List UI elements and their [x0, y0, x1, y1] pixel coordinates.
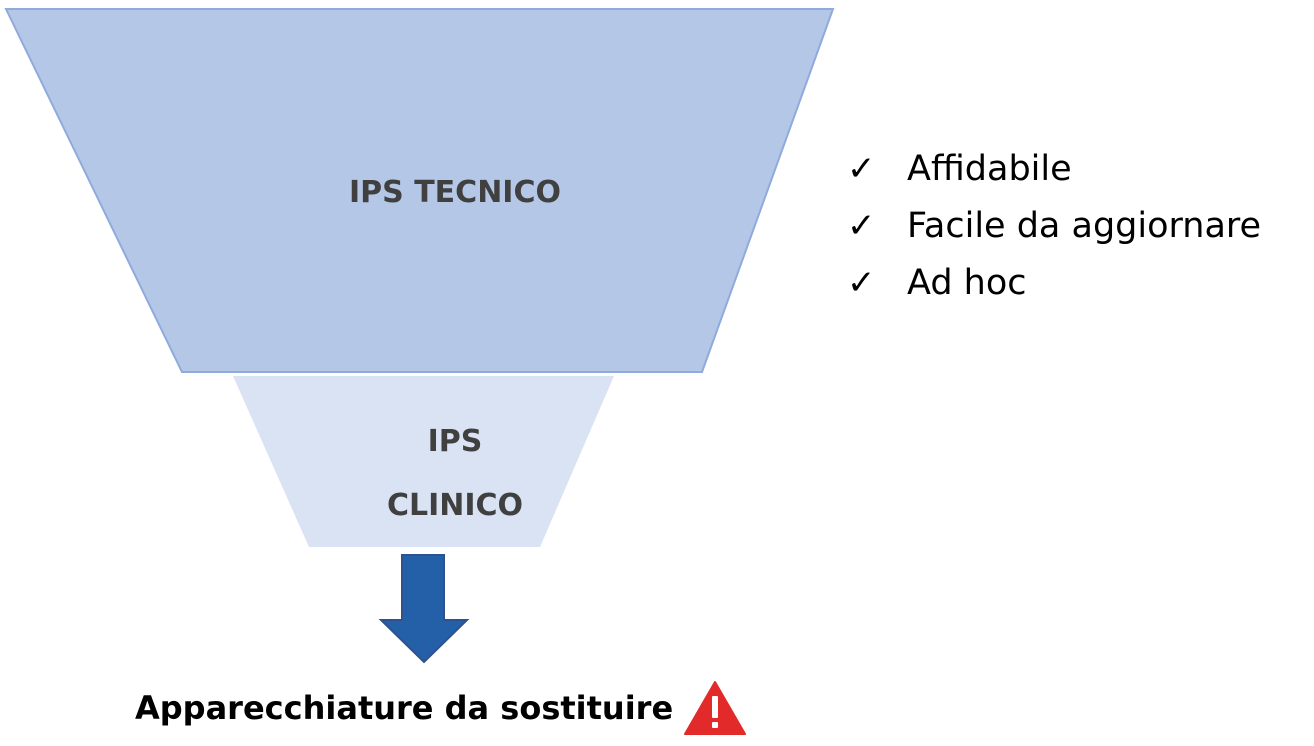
funnel-stage-tecnico — [4, 8, 835, 373]
benefit-item: ✓ Affidabile — [847, 140, 1261, 197]
funnel-stage-clinico — [233, 376, 614, 547]
benefits-list: ✓ Affidabile ✓ Facile da aggiornare ✓ Ad… — [847, 140, 1261, 311]
down-arrow-icon — [378, 554, 470, 664]
benefit-label: Affidabile — [907, 148, 1072, 189]
check-icon: ✓ — [847, 262, 876, 303]
benefit-label: Ad hoc — [907, 262, 1027, 303]
stage-label-clinico-line2: CLINICO — [386, 488, 524, 523]
stage-label-clinico: IPS CLINICO — [300, 410, 610, 538]
benefit-item: ✓ Facile da aggiornare — [847, 197, 1261, 254]
warning-icon — [684, 681, 747, 735]
benefit-item: ✓ Ad hoc — [847, 254, 1261, 311]
check-icon: ✓ — [847, 205, 876, 246]
benefit-label: Facile da aggiornare — [907, 205, 1262, 246]
stage-label-tecnico: IPS TECNICO — [349, 175, 561, 210]
outcome-note: Apparecchiature da sostituire — [135, 680, 747, 736]
stage-label-clinico-line1: IPS — [427, 424, 483, 459]
outcome-label: Apparecchiature da sostituire — [135, 689, 674, 727]
check-icon: ✓ — [847, 148, 876, 189]
